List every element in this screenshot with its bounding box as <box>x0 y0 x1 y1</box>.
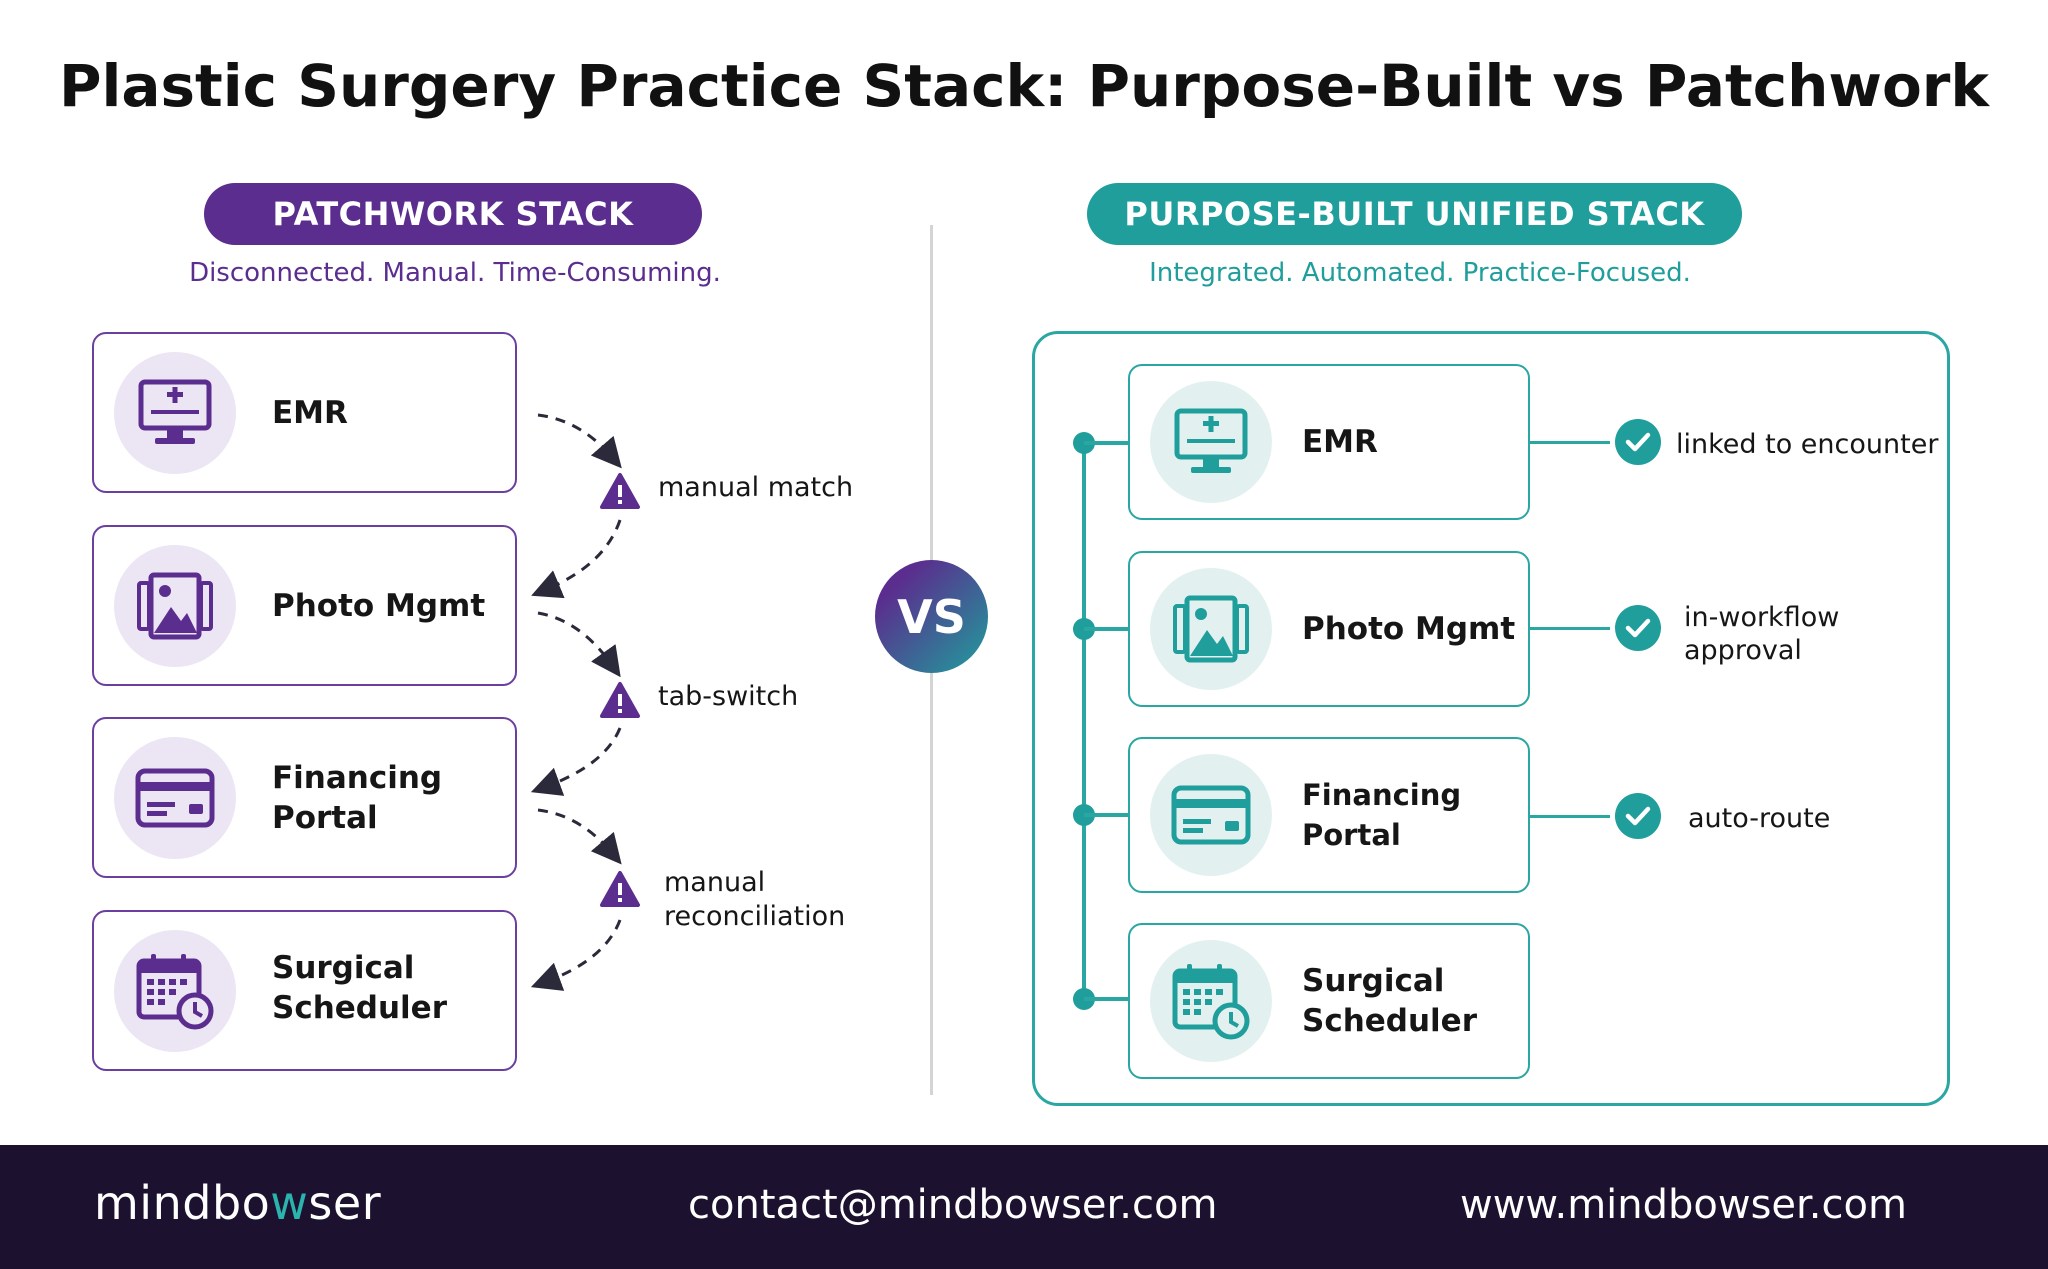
page-title: Plastic Surgery Practice Stack: Purpose-… <box>59 52 1989 120</box>
bus-connector <box>1084 813 1129 817</box>
bus-connector <box>1084 441 1129 445</box>
calendar-clock-icon <box>114 929 236 1052</box>
benefit-label-in-workflow-approval: in-workflow approval <box>1684 602 1840 666</box>
card-label-photo-mgmt: Photo Mgmt <box>1302 611 1516 647</box>
check-icon <box>1615 419 1661 465</box>
integration-bus <box>1082 441 1086 1001</box>
benefit-connector <box>1530 627 1610 630</box>
calendar-clock-icon <box>1150 940 1272 1062</box>
patchwork-card-surgical-scheduler: Surgical Scheduler <box>92 910 517 1071</box>
patchwork-card-photo-mgmt: Photo Mgmt <box>92 525 517 686</box>
unified-card-emr: EMR <box>1128 364 1530 520</box>
unified-card-photo-mgmt: Photo Mgmt <box>1128 551 1530 707</box>
bus-connector <box>1084 627 1129 631</box>
patchwork-card-financing-portal: Financing Portal <box>92 717 517 878</box>
warning-icon <box>600 871 640 907</box>
patchwork-stack-heading: PATCHWORK STACK <box>204 183 702 245</box>
card-label-financing-portal: Financing Portal <box>272 759 443 836</box>
monitor-medical-icon <box>114 351 236 474</box>
card-label-photo-mgmt: Photo Mgmt <box>272 587 486 624</box>
card-label-surgical-scheduler: Surgical Scheduler <box>1302 963 1477 1039</box>
brand-logo: mindbowser <box>94 1176 382 1230</box>
contact-email[interactable]: contact@mindbowser.com <box>688 1182 1218 1228</box>
check-icon <box>1615 605 1661 651</box>
credit-card-icon <box>114 736 236 859</box>
warning-icon <box>600 682 640 718</box>
website-link[interactable]: www.mindbowser.com <box>1460 1182 1907 1228</box>
issue-label-manual-reconciliation: manual reconciliation <box>664 867 846 932</box>
warning-icon <box>600 473 640 509</box>
unified-card-surgical-scheduler: Surgical Scheduler <box>1128 923 1530 1079</box>
unified-stack-heading: PURPOSE-BUILT UNIFIED STACK <box>1087 183 1742 245</box>
issue-label-tab-switch: tab-switch <box>658 681 799 712</box>
check-icon <box>1615 793 1661 839</box>
benefit-label-linked-to-encounter: linked to encounter <box>1676 429 1939 460</box>
unified-subtitle: Integrated. Automated. Practice-Focused. <box>1149 258 1691 288</box>
issue-label-manual-match: manual match <box>658 472 854 503</box>
card-label-financing-portal: Financing Portal <box>1302 778 1462 852</box>
bus-connector <box>1084 997 1129 1001</box>
benefit-connector <box>1530 815 1610 818</box>
credit-card-icon <box>1150 754 1272 876</box>
patchwork-card-emr: EMR <box>92 332 517 493</box>
benefit-label-auto-route: auto-route <box>1688 803 1831 834</box>
benefit-connector <box>1530 441 1610 444</box>
card-label-emr: EMR <box>272 394 348 431</box>
footer-bar <box>0 1145 2048 1269</box>
vs-badge: VS <box>875 560 988 673</box>
dashed-arrows <box>530 413 622 991</box>
photo-gallery-icon <box>1150 568 1272 690</box>
card-label-emr: EMR <box>1302 424 1378 460</box>
card-label-surgical-scheduler: Surgical Scheduler <box>272 950 447 1026</box>
unified-card-financing-portal: Financing Portal <box>1128 737 1530 893</box>
monitor-medical-icon <box>1150 381 1272 503</box>
photo-gallery-icon <box>114 544 236 667</box>
patchwork-subtitle: Disconnected. Manual. Time-Consuming. <box>189 258 721 288</box>
